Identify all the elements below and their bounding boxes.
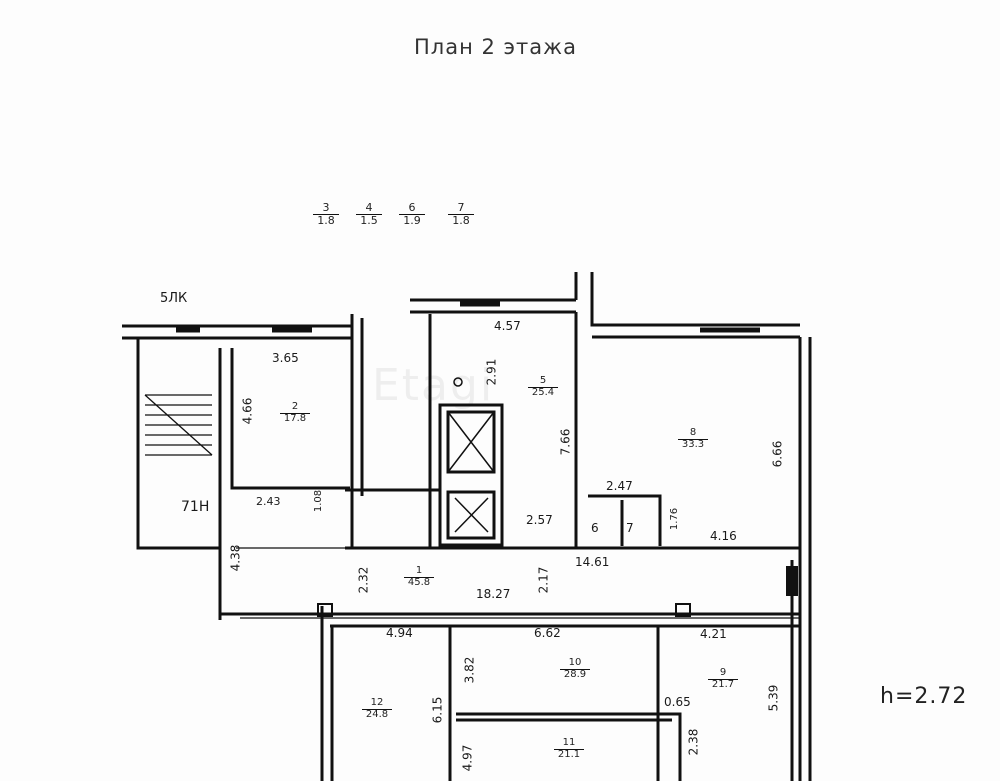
dim-6-66: 6.66 [770,440,785,468]
dim-4-66: 4.66 [240,397,255,425]
watermark: Etagi [372,360,495,411]
dim-4-94: 4.94 [386,626,413,640]
stair-code: 71Н [181,499,210,515]
dim-4-57: 4.57 [494,319,521,333]
dim-3-65: 3.65 [272,351,299,365]
dim-4-97: 4.97 [460,744,475,772]
dim-2-91: 2.91 [484,358,499,386]
dim-4-21: 4.21 [700,627,727,641]
dim-6-62: 6.62 [534,626,561,640]
dim-2-47: 2.47 [606,479,633,493]
room-7-small: 7 [626,521,634,535]
dim-5-39: 5.39 [766,684,781,712]
dim-14-61: 14.61 [575,555,610,569]
dim-1-76: 1.76 [669,507,681,531]
stair-label: 5ЛК [160,291,188,306]
room-6-small: 6 [591,521,599,535]
dim-3-82: 3.82 [462,656,477,684]
dim-6-15: 6.15 [430,696,445,724]
dim-2-57: 2.57 [526,513,553,527]
dim-7-66: 7.66 [558,428,573,456]
dim-1-08: 1.08 [313,489,325,513]
ceiling-height-label: h=2.72 [880,684,968,709]
dim-18-27: 18.27 [476,587,511,601]
dim-2-32: 2.32 [356,566,371,594]
dim-2-43: 2.43 [256,495,281,508]
dim-0-65: 0.65 [664,695,691,709]
plan-title: План 2 этажа [414,35,577,59]
dim-2-38: 2.38 [686,728,701,756]
dim-2-17: 2.17 [536,566,551,594]
dim-4-38: 4.38 [228,544,243,572]
dim-4-16: 4.16 [710,529,737,543]
